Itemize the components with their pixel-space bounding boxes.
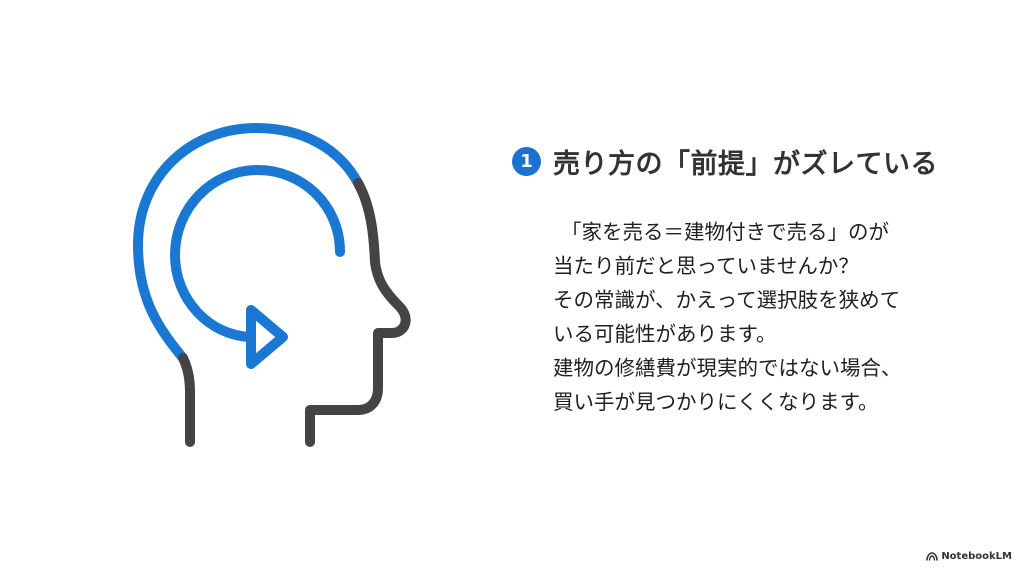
body-line: 建物の修繕費が現実的ではない場合、 — [553, 356, 902, 380]
body-paragraph: 「家を売る＝建物付きで売る」のが 当たり前だと思っていませんか？ その常識が、か… — [553, 215, 902, 419]
notebooklm-logo-icon — [926, 552, 939, 561]
body-line: 「家を売る＝建物付きで売る」のが — [561, 220, 889, 244]
circular-arrow-arc — [170, 165, 345, 342]
number-badge: 1 — [512, 147, 541, 176]
body-line: その常識が、かえって選択肢を狭めて — [553, 288, 901, 312]
head-back-arc — [133, 123, 363, 363]
section-heading: 1 売り方の「前提」がズレている — [512, 142, 938, 181]
body-line: 買い手が見つかりにくくなります。 — [553, 390, 879, 414]
body-line: 当たり前だと思っていませんか？ — [553, 254, 859, 278]
arrow-head — [246, 305, 288, 369]
body-line: いる可能性があります。 — [553, 322, 777, 346]
head-face-profile — [305, 178, 411, 447]
heading-title: 売り方の「前提」がズレている — [553, 149, 938, 180]
notebooklm-watermark: NotebookLM — [926, 551, 1012, 562]
head-neck-back — [178, 353, 195, 447]
watermark-label: NotebookLM — [941, 551, 1012, 562]
